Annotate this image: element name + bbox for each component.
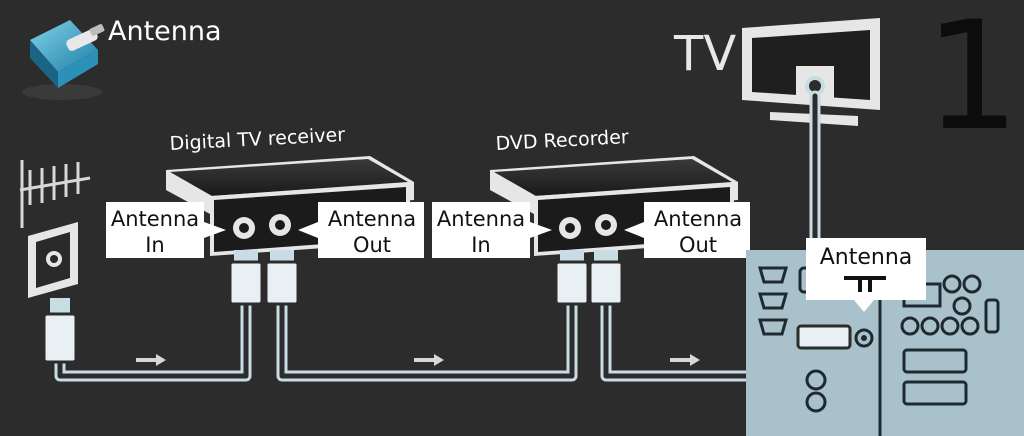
svg-text:In: In xyxy=(471,233,491,257)
device-1-name: Digital TV receiver xyxy=(169,124,346,155)
svg-text:Antenna: Antenna xyxy=(328,207,416,231)
antenna-plug xyxy=(42,298,78,364)
recorder-plugs xyxy=(554,250,624,306)
svg-text:Out: Out xyxy=(679,233,717,257)
tv-antenna-plug xyxy=(796,324,852,350)
callout-recorder-antenna-in: Antenna In xyxy=(432,202,552,258)
svg-text:Antenna: Antenna xyxy=(654,207,742,231)
signal-arrows xyxy=(136,354,700,366)
svg-text:In: In xyxy=(145,233,165,257)
antenna-connector-icon xyxy=(22,20,105,100)
header-title: Antenna xyxy=(108,16,222,47)
cable-wall-to-receiver xyxy=(54,294,252,382)
svg-text:Antenna: Antenna xyxy=(111,207,199,231)
arrow-right-icon xyxy=(414,354,444,366)
callout-receiver-antenna-out: Antenna Out xyxy=(298,202,424,258)
arrow-right-icon xyxy=(670,354,700,366)
receiver-plugs xyxy=(228,250,300,306)
arrow-right-icon xyxy=(136,354,166,366)
callout-recorder-antenna-out: Antenna Out xyxy=(624,202,750,258)
callout-receiver-antenna-in: Antenna In xyxy=(106,202,226,258)
callout-tv-antenna: Antenna xyxy=(806,238,926,312)
device-2-name: DVD Recorder xyxy=(495,126,629,155)
cable-receiver-to-recorder xyxy=(276,294,578,382)
svg-text:Antenna: Antenna xyxy=(437,207,525,231)
svg-text:Out: Out xyxy=(353,233,391,257)
roof-antenna-icon xyxy=(19,160,91,228)
tv-label: TV xyxy=(673,26,736,82)
wall-socket-icon xyxy=(28,222,78,298)
step-number: 1 xyxy=(925,0,1020,164)
antenna-port-icon xyxy=(844,276,886,292)
svg-text:Antenna: Antenna xyxy=(820,245,913,270)
